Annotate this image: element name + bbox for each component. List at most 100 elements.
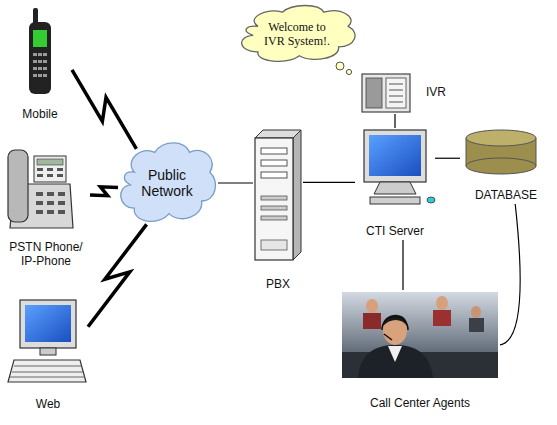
database-cylinder-icon-part bbox=[466, 158, 536, 174]
phone-node: PSTN Phone/ IP-Phone bbox=[2, 145, 90, 270]
wireless-link bbox=[72, 70, 136, 149]
ivr-unit-icon-part bbox=[389, 102, 403, 103]
call-center-photo-part bbox=[383, 315, 407, 345]
pbx-node: PBX bbox=[253, 128, 303, 293]
database-cylinder-icon-part bbox=[466, 130, 536, 146]
network-cloud: Public Network bbox=[116, 138, 218, 228]
speech-bubble-dots-part bbox=[336, 62, 344, 70]
call-center-photo-part bbox=[342, 292, 498, 378]
desk-phone-icon-part bbox=[37, 159, 63, 165]
cti-server-icon-part bbox=[369, 135, 421, 176]
mobile-phone-icon-part bbox=[38, 53, 42, 56]
desk-phone-icon-part bbox=[58, 192, 65, 196]
web-computer-icon-part bbox=[12, 372, 83, 373]
mobile-phone-icon-part bbox=[29, 22, 51, 94]
pbx-tower-icon-part bbox=[261, 196, 287, 200]
call-center-photo-part bbox=[366, 299, 378, 313]
web-computer-icon-part bbox=[14, 366, 81, 367]
web-computer-icon-part bbox=[20, 300, 76, 348]
ivr-unit-icon-part bbox=[389, 84, 403, 85]
greeting-text: Welcome to IVR System!. bbox=[258, 20, 336, 48]
database-node: DATABASE bbox=[460, 128, 552, 204]
database-cylinder-icon-part bbox=[466, 138, 467, 166]
cti-server-node: CTI Server bbox=[355, 128, 435, 240]
web-computer-icon-part bbox=[10, 377, 85, 378]
speech-bubble-dots bbox=[336, 62, 352, 75]
call-center-photo-part bbox=[388, 346, 402, 362]
cloud-outline bbox=[242, 6, 355, 62]
mobile-phone-icon-part bbox=[43, 60, 47, 63]
connector-line bbox=[500, 204, 520, 345]
mobile-phone-icon-part bbox=[33, 30, 47, 47]
agents-node: Call Center Agents bbox=[340, 290, 500, 412]
mobile-phone-icon-part bbox=[43, 74, 47, 77]
desk-phone-icon-part bbox=[34, 156, 66, 182]
pbx-tower-icon-part bbox=[293, 130, 301, 260]
desk-phone-icon-part bbox=[8, 150, 28, 222]
desk-phone-icon-part bbox=[37, 174, 43, 177]
database-cylinder-icon-part bbox=[536, 138, 537, 166]
call-center-photo-part bbox=[363, 313, 381, 329]
mobile-phone-icon-part bbox=[43, 67, 47, 70]
mobile-phone-icon-part bbox=[38, 74, 42, 77]
ivr-unit-icon-part bbox=[389, 96, 403, 97]
mobile-phone-icon-part bbox=[33, 67, 37, 70]
web-computer-icon-part bbox=[8, 360, 86, 382]
mobile-phone-icon-part bbox=[43, 53, 47, 56]
ivr-node: IVR bbox=[360, 70, 450, 114]
call-center-photo-part bbox=[384, 334, 392, 340]
device-label: DATABASE bbox=[460, 188, 552, 202]
web-node: Web bbox=[8, 298, 88, 413]
web-computer-icon bbox=[8, 300, 86, 382]
device-label: PBX bbox=[253, 277, 303, 291]
desk-phone-icon-part bbox=[58, 201, 65, 205]
mobile-phone-icon-part bbox=[38, 60, 42, 63]
cti-server-icon-part bbox=[427, 197, 435, 203]
device-label: IVR bbox=[426, 85, 446, 99]
call-center-photo-part bbox=[382, 317, 408, 331]
mobile-node: Mobile bbox=[8, 5, 72, 123]
device-label: Mobile bbox=[8, 107, 72, 121]
greeting-cloud: Welcome to IVR System!. bbox=[236, 2, 358, 66]
desk-phone-icon-part bbox=[36, 210, 43, 214]
speech-bubble-dots-part bbox=[346, 69, 351, 74]
desk-phone-icon-part bbox=[47, 210, 54, 214]
cti-server-icon-part bbox=[374, 182, 416, 194]
cti-server-icon-part bbox=[370, 197, 420, 204]
desk-phone-icon-part bbox=[57, 168, 63, 171]
connector-line bbox=[303, 182, 355, 183]
mobile-phone-icon-part bbox=[38, 67, 42, 70]
device-label: Web bbox=[8, 397, 88, 411]
cloud-outline bbox=[121, 143, 216, 221]
connector-line bbox=[435, 158, 460, 159]
call-center-photo-part bbox=[433, 310, 451, 326]
pbx-tower-icon-part bbox=[261, 216, 287, 220]
desk-phone-icon-part bbox=[58, 210, 65, 214]
network-label: Public Network bbox=[132, 167, 202, 199]
desk-phone-icon-part bbox=[36, 201, 43, 205]
device-label: PSTN Phone/ IP-Phone bbox=[2, 240, 90, 268]
wireless-link bbox=[90, 187, 118, 196]
device-label: CTI Server bbox=[355, 224, 435, 238]
desk-phone-icon-part bbox=[47, 192, 54, 196]
pbx-tower-icon-part bbox=[261, 148, 287, 154]
connector-line bbox=[218, 182, 253, 183]
call-center-photo-part bbox=[469, 318, 484, 332]
web-computer-icon-part bbox=[40, 348, 56, 355]
desk-phone-icon-part bbox=[57, 174, 63, 177]
pbx-tower-icon-part bbox=[261, 172, 287, 178]
ivr-unit-icon bbox=[362, 74, 410, 112]
pbx-tower-icon-part bbox=[261, 240, 287, 250]
connector-line bbox=[394, 114, 395, 128]
cti-server-icon bbox=[364, 130, 435, 204]
wireless-link bbox=[88, 224, 147, 326]
pbx-tower-icon-part bbox=[255, 138, 293, 260]
ivr-unit-icon-part bbox=[366, 78, 382, 108]
cti-server-icon-part bbox=[364, 130, 426, 182]
desk-phone-icon-part bbox=[47, 174, 53, 177]
web-computer-icon-part bbox=[25, 305, 71, 342]
desk-phone-icon-part bbox=[47, 201, 54, 205]
mobile-phone-icon bbox=[29, 8, 51, 94]
